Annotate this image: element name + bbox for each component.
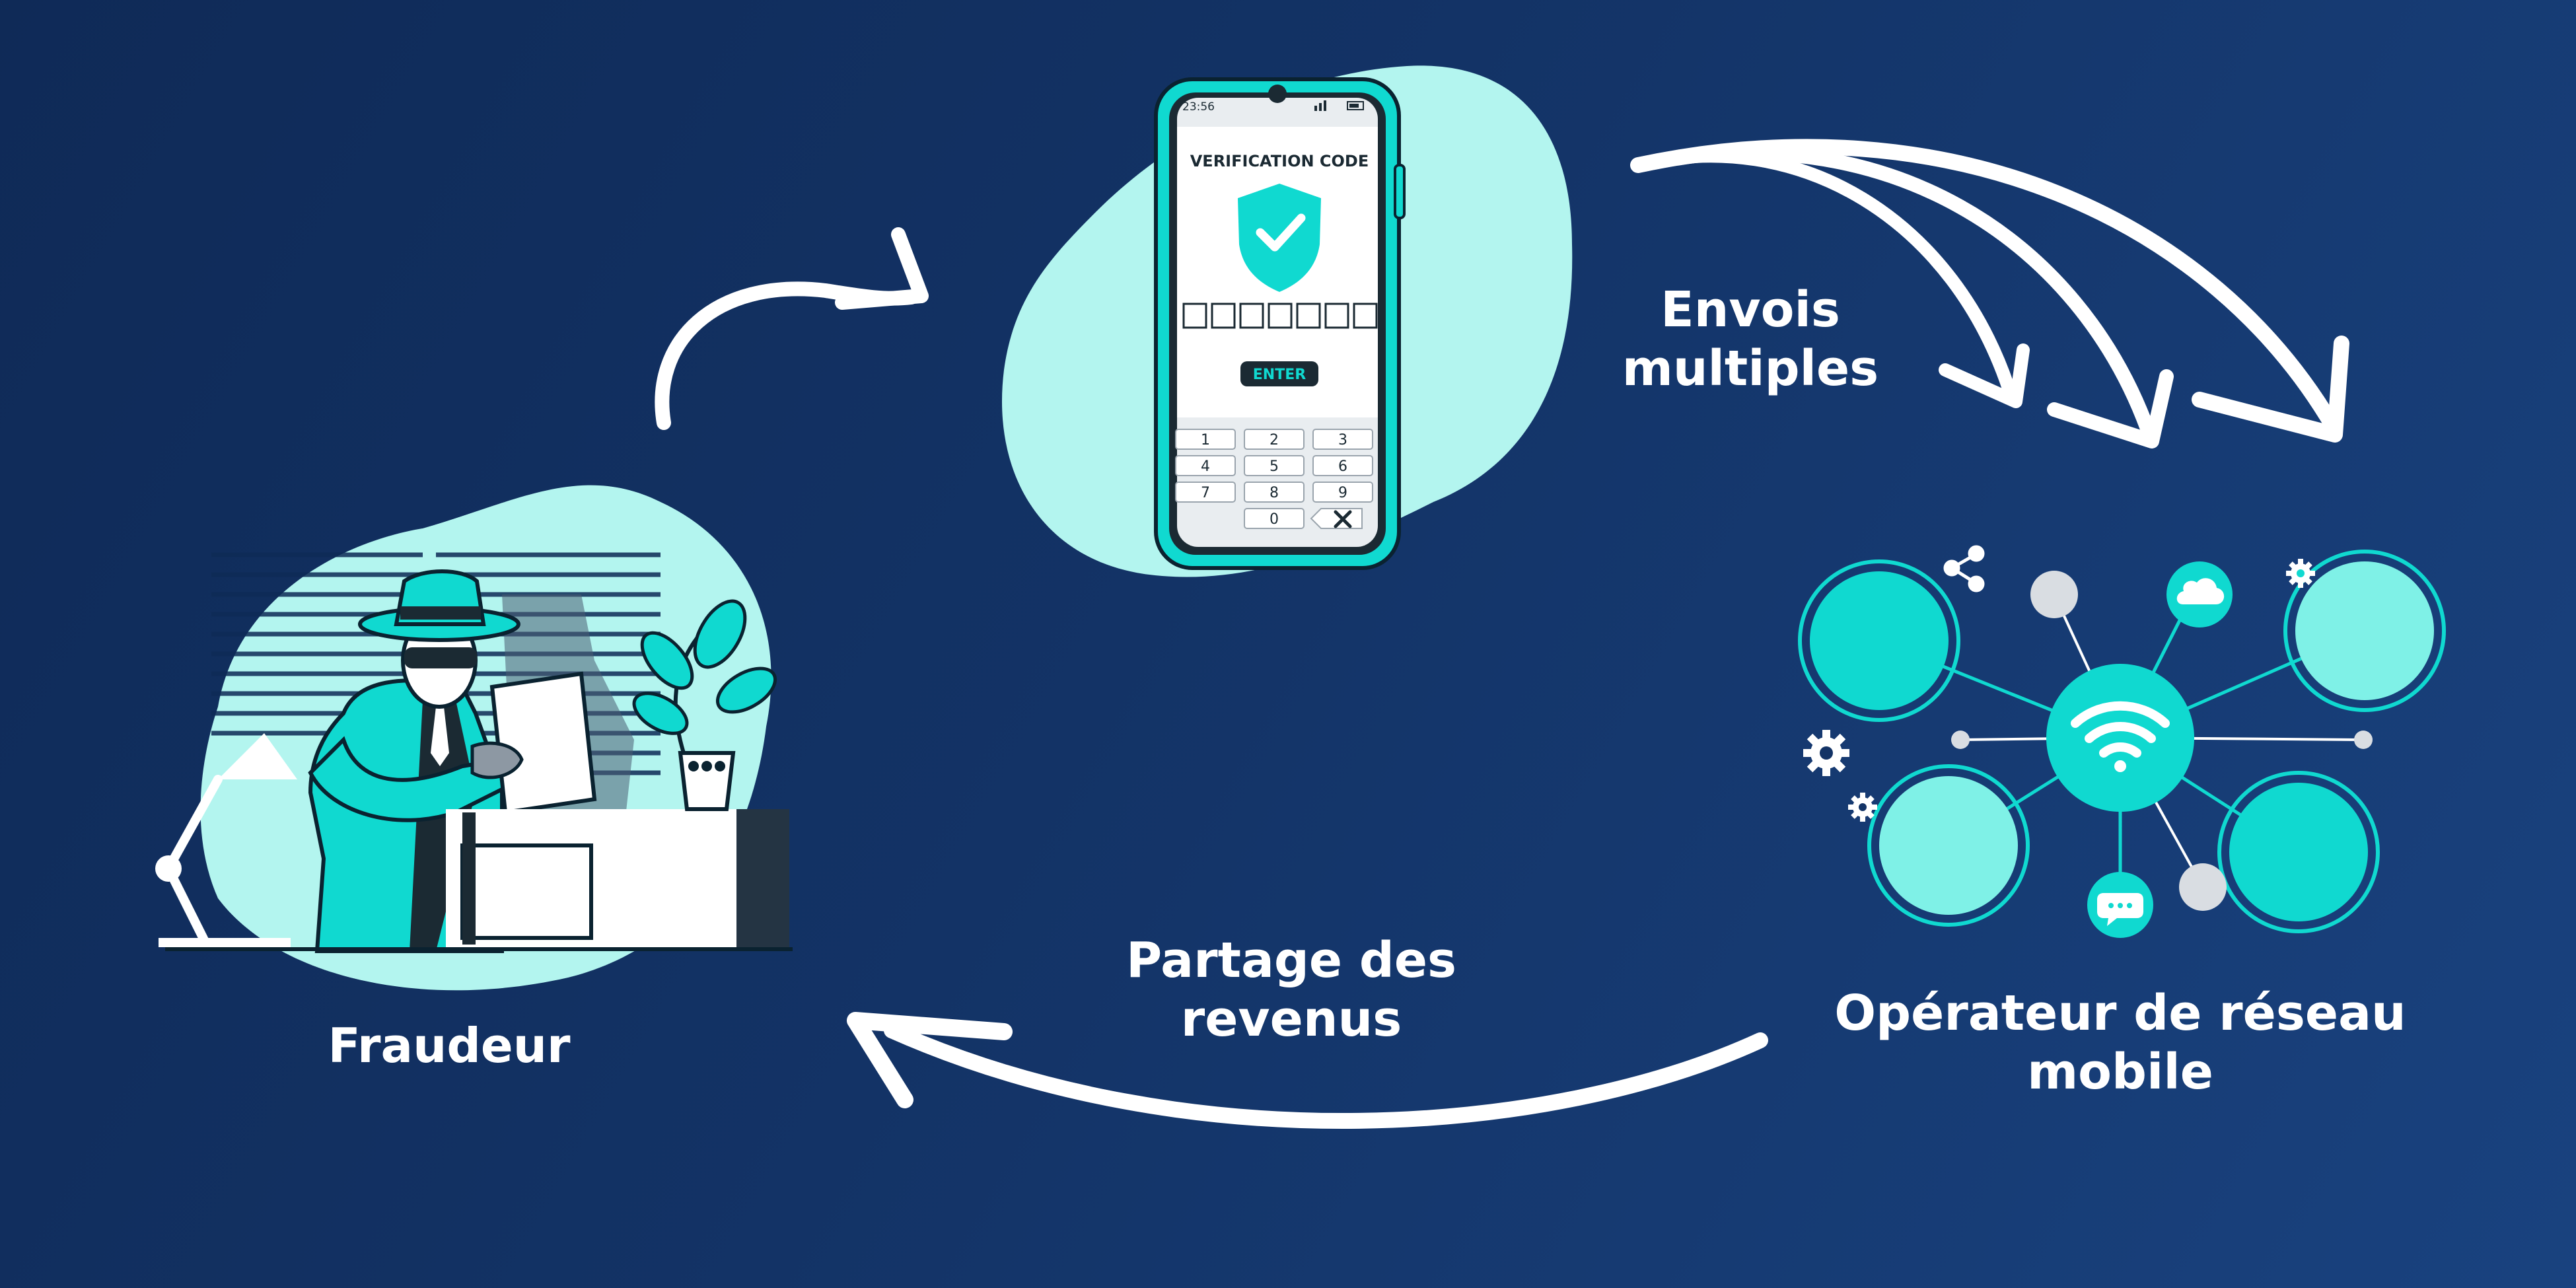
desk-lamp [155, 733, 297, 947]
network-node-bottom-left [1867, 764, 2030, 927]
edge-label-multiple-sends: Envois multiples [1622, 281, 1879, 397]
keypad-key-9[interactable]: 9 [1312, 482, 1373, 503]
keypad-key-label: 3 [1338, 432, 1347, 448]
keypad-key-1[interactable]: 1 [1175, 429, 1236, 450]
network-node-top-left [1798, 559, 1960, 722]
keypad-key-label: 0 [1270, 511, 1279, 528]
code-input-boxes[interactable] [1182, 303, 1378, 329]
keypad-key-label: 8 [1270, 485, 1279, 501]
arrow-fraudster-to-phone [655, 227, 929, 430]
keypad-key-label: 6 [1338, 458, 1347, 475]
node-label-fraudster: Fraudeur [328, 1018, 571, 1073]
wifi-hub [2046, 664, 2194, 812]
enter-button[interactable]: ENTER [1240, 361, 1318, 386]
window-blinds [211, 552, 661, 775]
phone-status-time: 23:56 [1182, 100, 1215, 114]
keypad-key-7[interactable]: 7 [1175, 482, 1236, 503]
network-node-top-right [2283, 550, 2446, 712]
keypad-key-4[interactable]: 4 [1175, 455, 1236, 476]
node-label-mobile-operator: Opérateur de réseau mobile [1834, 985, 2406, 1100]
signal-icon [1314, 100, 1364, 111]
keypad-key-label: 5 [1270, 458, 1279, 475]
keypad-key-label: 4 [1201, 458, 1210, 475]
arrows-multiple-sends [1630, 139, 2349, 448]
keypad-key-3[interactable]: 3 [1312, 429, 1373, 450]
enter-button-label: ENTER [1253, 367, 1306, 383]
gear-icon [1803, 730, 1849, 776]
phone-illustration: 23:56 VERIFICATION CODE ENTER 1 2 3 4 [1001, 65, 1573, 577]
keypad-key-6[interactable]: 6 [1312, 455, 1373, 476]
wifi-icon [2071, 701, 2170, 758]
keypad-key-label: 7 [1201, 485, 1210, 501]
keypad-key-2[interactable]: 2 [1244, 429, 1305, 450]
network-illustration [1798, 545, 2446, 938]
cloud-icon [2166, 561, 2233, 627]
keypad-key-label: 2 [1270, 432, 1279, 448]
backspace-key[interactable] [1310, 508, 1363, 529]
keypad-key-label: 9 [1338, 485, 1347, 501]
fraudster-illustration [155, 485, 793, 991]
top-right-gear-icon [2286, 559, 2315, 588]
keypad[interactable]: 1 2 3 4 5 6 7 8 9 0 [1175, 429, 1373, 529]
chat-icon [2087, 872, 2153, 938]
phone-screen-title: VERIFICATION CODE [1190, 152, 1369, 170]
potted-plant [632, 599, 777, 811]
shield-check-icon [1238, 184, 1321, 292]
keypad-key-label: 1 [1201, 432, 1210, 448]
keypad-key-8[interactable]: 8 [1244, 482, 1305, 503]
arrow-operator-to-fraudster [847, 1012, 1768, 1129]
share-icon [1943, 545, 1985, 592]
small-gear-icon [1848, 793, 1877, 822]
keypad-key-5[interactable]: 5 [1244, 455, 1305, 476]
keypad-key-0[interactable]: 0 [1244, 508, 1305, 529]
edge-label-revenue-share: Partage des revenus [1126, 932, 1457, 1048]
network-node-bottom-right [2217, 771, 2380, 933]
